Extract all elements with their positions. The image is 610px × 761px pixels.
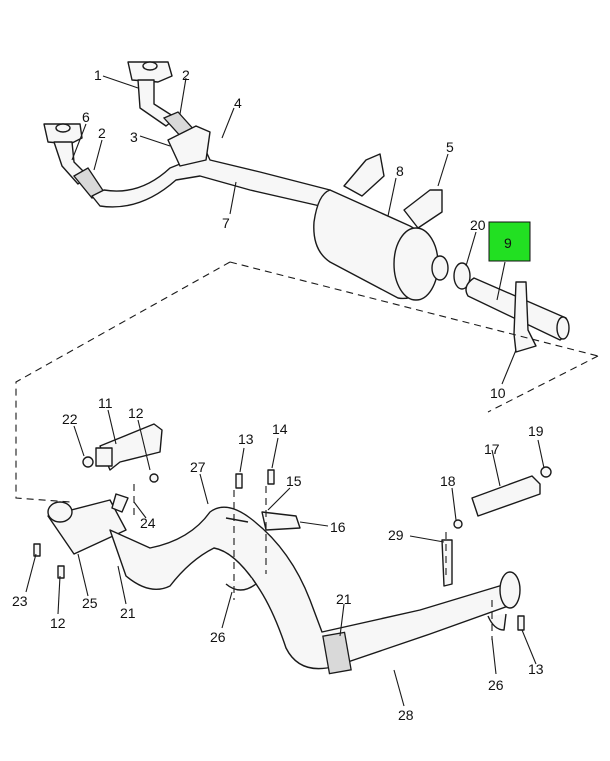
callout-26: 26 xyxy=(210,629,226,645)
callout-18: 18 xyxy=(440,473,456,489)
leader-lines xyxy=(25,75,545,707)
bolt-23 xyxy=(33,543,41,557)
callout-29: 29 xyxy=(388,527,404,543)
callout-27: 27 xyxy=(190,459,206,475)
bracket-29 xyxy=(441,539,453,587)
bolt-12 xyxy=(149,473,159,483)
callout-12: 12 xyxy=(128,405,144,421)
bracket-16 xyxy=(261,511,301,531)
callout-13b: 13 xyxy=(528,661,544,677)
highlight-box-9[interactable] xyxy=(488,221,531,262)
callout-6: 6 xyxy=(82,109,90,125)
hanger-17 xyxy=(471,475,541,517)
callout-7: 7 xyxy=(222,215,230,231)
flange-1 xyxy=(127,61,173,83)
callout-11: 11 xyxy=(98,395,113,411)
callout-23: 23 xyxy=(12,593,28,609)
callout-10: 10 xyxy=(490,385,506,401)
callout-2: 2 xyxy=(182,67,190,83)
exhaust-pipe-27 xyxy=(109,506,515,670)
dashed-boundary xyxy=(15,261,599,503)
bracket-11 xyxy=(99,423,163,471)
callout-22: 22 xyxy=(62,411,78,427)
clamp-24 xyxy=(111,493,129,513)
muffler-end xyxy=(393,227,439,301)
muffler-outlet xyxy=(431,255,449,281)
callout-2b: 2 xyxy=(98,125,106,141)
bracket-5b xyxy=(403,189,443,229)
tail-pipe-end xyxy=(556,316,570,340)
clamp-26-right xyxy=(487,613,507,631)
callout-3: 3 xyxy=(130,129,138,145)
callout-24: 24 xyxy=(140,515,156,531)
callout-21: 21 xyxy=(120,605,136,621)
callout-19: 19 xyxy=(528,423,544,439)
grommet-19 xyxy=(540,466,552,478)
callout-25: 25 xyxy=(82,595,98,611)
y-pipe-7 xyxy=(91,137,331,208)
pipe-outlet-end xyxy=(499,571,521,609)
callout-15: 15 xyxy=(286,473,302,489)
callout-5: 5 xyxy=(446,139,454,155)
callout-21b: 21 xyxy=(336,591,352,607)
callout-4: 4 xyxy=(234,95,242,111)
callout-20: 20 xyxy=(470,217,486,233)
callout-16: 16 xyxy=(330,519,346,535)
isolator-11 xyxy=(95,447,113,467)
callout-14: 14 xyxy=(272,421,288,437)
flange-6 xyxy=(43,123,83,145)
callout-8: 8 xyxy=(396,163,404,179)
clamp-20 xyxy=(453,262,471,290)
callout-28: 28 xyxy=(398,707,414,723)
callout-17: 17 xyxy=(484,441,500,457)
flange-1-port xyxy=(142,61,158,71)
callout-26b: 26 xyxy=(488,677,504,693)
bolt-14 xyxy=(267,469,275,485)
bracket-3 xyxy=(167,125,211,167)
sleeve-21 xyxy=(322,631,352,675)
bolt-18 xyxy=(453,519,463,529)
bolt-13-lower xyxy=(517,615,525,631)
pipe-inlet-end xyxy=(47,501,73,523)
bracket-5a xyxy=(343,153,385,197)
flange-6-port xyxy=(55,123,71,133)
callout-9[interactable]: 9 xyxy=(504,235,512,251)
callouts: 1 2 3 4 5 6 2 7 8 20 9 10 11 12 22 13 14… xyxy=(12,67,544,723)
bolt-22 xyxy=(82,456,94,468)
callout-12b: 12 xyxy=(50,615,66,631)
callout-1: 1 xyxy=(94,67,102,83)
bolt-13-upper xyxy=(235,473,243,489)
callout-13: 13 xyxy=(238,431,254,447)
bolt-12-lower xyxy=(57,565,65,579)
clamp-26-left xyxy=(225,517,257,591)
